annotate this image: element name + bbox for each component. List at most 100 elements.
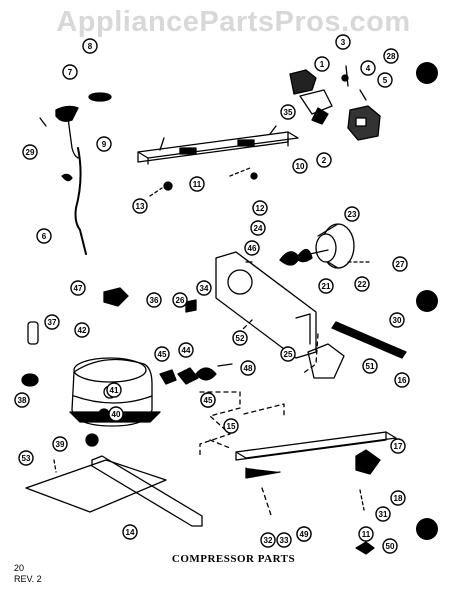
callout-circle	[390, 438, 406, 454]
dashed-guide-lines	[199, 319, 319, 519]
watermark: AppliancePartsPros.com	[56, 6, 411, 38]
callout-c12: 12	[252, 200, 268, 216]
callout-c27: 27	[392, 256, 408, 272]
callout-c39: 39	[52, 436, 68, 452]
callout-circle	[223, 418, 239, 434]
callout-number: 33	[280, 536, 289, 545]
callout-number: 12	[256, 204, 265, 213]
callout-circle	[108, 406, 124, 422]
callout-circle	[200, 392, 216, 408]
binder-hole-middle	[416, 290, 438, 312]
callout-circle	[314, 56, 330, 72]
callout-circle	[335, 34, 351, 50]
callout-c50: 50	[382, 538, 398, 554]
callout-c32: 32	[260, 532, 276, 548]
motor-mount-plate	[215, 251, 317, 359]
callout-c51: 51	[362, 358, 378, 374]
callout-number: 27	[396, 260, 405, 269]
callout-number: 3	[341, 38, 346, 47]
callout-circle	[122, 524, 138, 540]
callout-c18: 18	[390, 490, 406, 506]
callout-circle	[392, 256, 408, 272]
door-arm-part	[39, 92, 112, 255]
callout-circle	[389, 312, 405, 328]
callout-c14: 14	[122, 524, 138, 540]
diagram-caption: Compressor Parts	[171, 553, 296, 565]
callout-circle	[36, 228, 52, 244]
callout-c35: 35	[280, 104, 296, 120]
callout-number: 23	[348, 210, 357, 219]
callout-c38: 38	[14, 392, 30, 408]
callout-number: 42	[78, 326, 87, 335]
callout-number: 40	[112, 410, 121, 419]
callout-circle	[44, 314, 60, 330]
callout-number: 24	[254, 224, 263, 233]
callout-number: 18	[394, 494, 403, 503]
callout-c7: 7	[62, 64, 78, 80]
callout-number: 35	[284, 108, 293, 117]
callout-number: 41	[110, 386, 119, 395]
callout-circle	[382, 538, 398, 554]
callout-circle	[252, 200, 268, 216]
callout-circle	[18, 450, 34, 466]
callout-number: 39	[56, 440, 65, 449]
callout-circle	[70, 280, 86, 296]
callout-circle	[318, 278, 334, 294]
callout-c45b: 45	[200, 392, 216, 408]
callout-number: 2	[322, 156, 327, 165]
top-rail-bracket	[137, 125, 299, 165]
callout-number: 32	[264, 536, 273, 545]
fan-motor-assembly	[279, 223, 371, 269]
callout-c30: 30	[389, 312, 405, 328]
callout-circle	[280, 104, 296, 120]
callout-number: 38	[18, 396, 27, 405]
callout-c6: 6	[36, 228, 52, 244]
callout-circle	[360, 60, 376, 76]
callout-number: 16	[398, 376, 407, 385]
callout-number: 50	[386, 542, 395, 551]
callout-c40: 40	[108, 406, 124, 422]
callout-c3: 3	[335, 34, 351, 50]
callout-circle	[52, 436, 68, 452]
callout-circle	[146, 292, 162, 308]
callout-c15: 15	[223, 418, 239, 434]
callout-circle	[344, 206, 360, 222]
callout-c49: 49	[296, 526, 312, 542]
callout-number: 36	[150, 296, 159, 305]
callout-number: 30	[393, 316, 402, 325]
callout-number: 29	[26, 148, 35, 157]
relay-assembly	[289, 65, 381, 141]
callout-number: 5	[383, 76, 388, 85]
callout-c24: 24	[250, 220, 266, 236]
callout-circle	[244, 240, 260, 256]
callout-number: 4	[366, 64, 371, 73]
callout-number: 10	[296, 162, 305, 171]
callout-number: 15	[227, 422, 236, 431]
callout-circle	[22, 144, 38, 160]
lower-rail-bracket	[235, 431, 397, 555]
callout-c46a: 46	[244, 240, 260, 256]
callout-c11a: 11	[189, 176, 205, 192]
callout-c5: 5	[377, 72, 393, 88]
callout-c2: 2	[316, 152, 332, 168]
callout-circle	[189, 176, 205, 192]
callout-c33: 33	[276, 532, 292, 548]
callout-circle	[132, 198, 148, 214]
callout-circle	[375, 506, 391, 522]
callout-circle	[358, 526, 374, 542]
callout-number: 52	[236, 334, 245, 343]
callout-c42: 42	[74, 322, 90, 338]
callout-c16: 16	[394, 372, 410, 388]
callout-number: 48	[244, 364, 253, 373]
small-components	[21, 287, 233, 447]
page-number: 20	[14, 563, 25, 573]
callout-c13: 13	[132, 198, 148, 214]
callout-c26: 26	[172, 292, 188, 308]
callout-c45a: 45	[154, 346, 170, 362]
callout-number: 37	[48, 318, 57, 327]
callout-circle	[178, 342, 194, 358]
callout-circle	[276, 532, 292, 548]
callout-circle	[250, 220, 266, 236]
callout-number: 8	[88, 42, 93, 51]
callout-circle	[316, 152, 332, 168]
